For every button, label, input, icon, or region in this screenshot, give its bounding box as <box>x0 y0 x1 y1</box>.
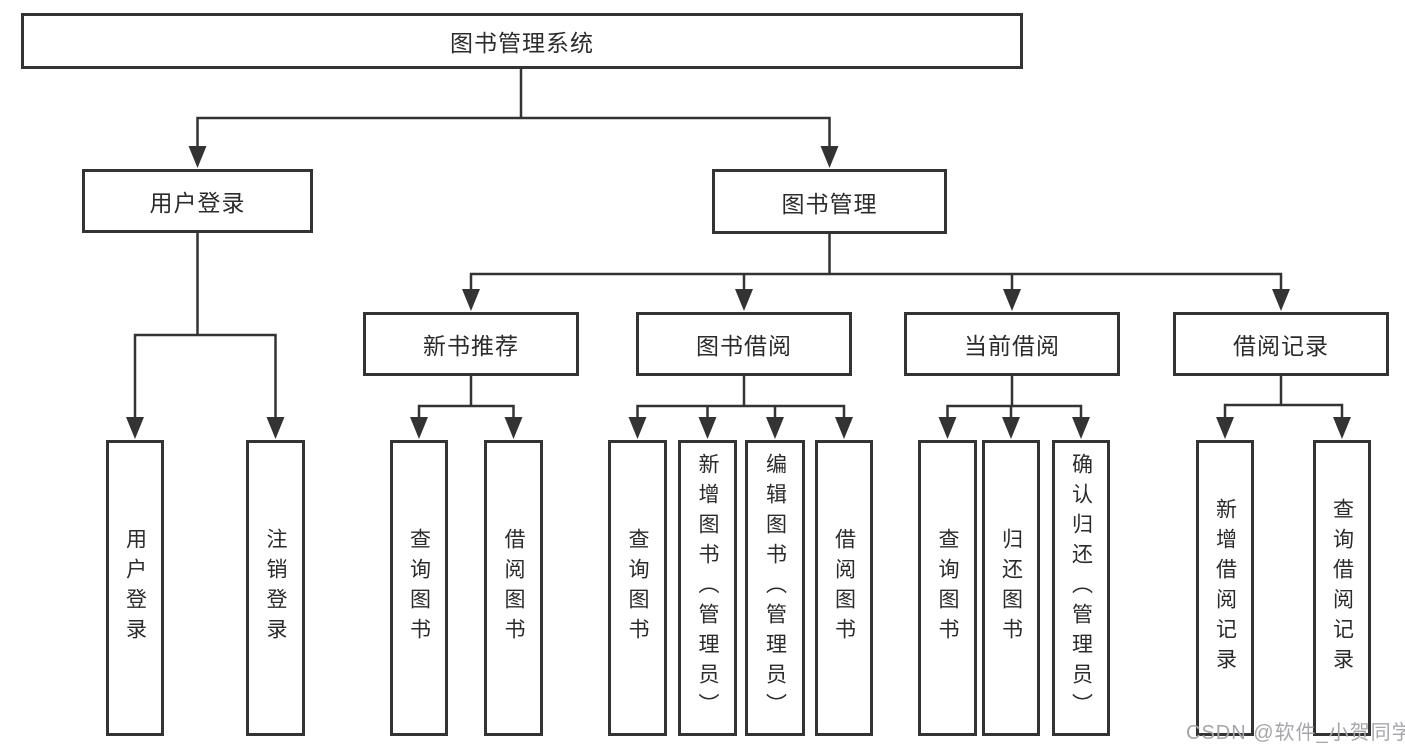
node-root: 图书管理系统 <box>21 13 1023 69</box>
leaf-query-books-borrow: 查询图书 <box>608 440 667 736</box>
node-new-book-recommend-label: 新书推荐 <box>423 333 519 359</box>
leaf-return-books-label: 归还图书 <box>999 528 1023 648</box>
leaf-query-books-current: 查询图书 <box>918 440 977 736</box>
node-borrow-records: 借阅记录 <box>1173 312 1389 376</box>
leaf-confirm-return-admin: 确认归还（管理员） <box>1052 440 1110 736</box>
leaf-borrow-books-label: 借阅图书 <box>832 528 856 648</box>
node-user-login: 用户登录 <box>82 169 313 233</box>
leaf-confirm-return-admin-label: 确认归还（管理员） <box>1069 453 1093 723</box>
leaf-borrow-books: 借阅图书 <box>815 440 873 736</box>
node-book-borrow: 图书借阅 <box>636 312 852 376</box>
leaf-query-books-recommend-label: 查询图书 <box>407 528 431 648</box>
node-book-management: 图书管理 <box>712 169 947 234</box>
node-root-label: 图书管理系统 <box>450 30 594 56</box>
leaf-edit-books-admin-label: 编辑图书（管理员） <box>763 453 787 723</box>
leaf-add-books-admin-label: 新增图书（管理员） <box>696 453 719 723</box>
leaf-query-borrow-record-label: 查询借阅记录 <box>1330 498 1354 678</box>
leaf-query-borrow-record: 查询借阅记录 <box>1313 440 1371 736</box>
leaf-query-books-borrow-label: 查询图书 <box>626 528 649 648</box>
leaf-borrow-books-recommend-label: 借阅图书 <box>502 528 525 648</box>
node-new-book-recommend: 新书推荐 <box>363 312 579 376</box>
leaf-logout-label: 注销登录 <box>264 528 287 648</box>
leaf-add-borrow-record-label: 新增借阅记录 <box>1213 498 1237 678</box>
leaf-user-login: 用户登录 <box>106 440 164 736</box>
leaf-add-borrow-record: 新增借阅记录 <box>1196 440 1254 736</box>
leaf-add-books-admin: 新增图书（管理员） <box>678 440 737 736</box>
node-user-login-label: 用户登录 <box>149 190 246 216</box>
leaf-edit-books-admin: 编辑图书（管理员） <box>745 440 805 736</box>
leaf-query-books-current-label: 查询图书 <box>936 528 959 648</box>
node-current-borrow: 当前借阅 <box>904 312 1120 376</box>
leaf-user-login-label: 用户登录 <box>123 528 147 648</box>
leaf-return-books: 归还图书 <box>982 440 1040 736</box>
leaf-borrow-books-recommend: 借阅图书 <box>484 440 543 736</box>
watermark: CSDN @软件_小贺同学 <box>1186 722 1405 744</box>
node-book-borrow-label: 图书借阅 <box>696 333 792 359</box>
leaf-query-books-recommend: 查询图书 <box>390 440 448 736</box>
leaf-logout: 注销登录 <box>246 440 305 736</box>
node-book-management-label: 图书管理 <box>781 190 878 217</box>
node-borrow-records-label: 借阅记录 <box>1233 333 1329 359</box>
node-current-borrow-label: 当前借阅 <box>964 333 1060 359</box>
